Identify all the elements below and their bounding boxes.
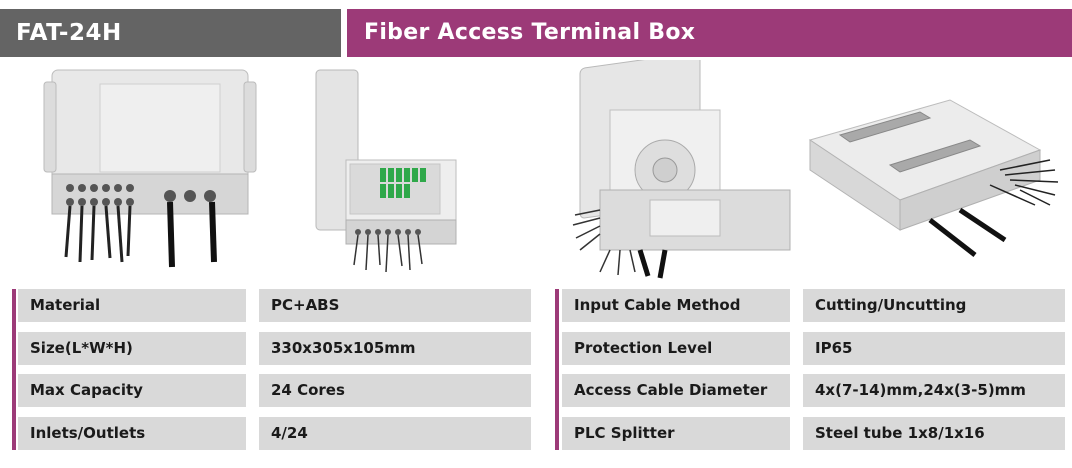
right-table-accent xyxy=(555,289,559,450)
spec-label-capacity: Max Capacity xyxy=(18,374,246,407)
product-photo-closed-top xyxy=(808,99,1059,257)
spec-value-splitter: Steel tube 1x8/1x16 xyxy=(803,417,1065,450)
spec-label-input-cable: Input Cable Method xyxy=(562,289,790,322)
spec-value-protection: IP65 xyxy=(803,332,1065,365)
spec-value-inlets: 4/24 xyxy=(259,417,531,450)
product-photo-open-adapters xyxy=(315,69,457,273)
model-banner: FAT-24H xyxy=(0,9,341,57)
spec-label-splitter: PLC Splitter xyxy=(562,417,790,450)
spec-value-capacity: 24 Cores xyxy=(259,374,531,407)
spec-label-size: Size(L*W*H) xyxy=(18,332,246,365)
spec-label-inlets: Inlets/Outlets xyxy=(18,417,246,450)
spec-value-access-cable: 4x(7-14)mm,24x(3-5)mm xyxy=(803,374,1065,407)
spec-label-material: Material xyxy=(18,289,246,322)
spec-label-protection: Protection Level xyxy=(562,332,790,365)
product-photo-open-tray xyxy=(572,60,791,279)
product-title-banner: Fiber Access Terminal Box xyxy=(347,9,1072,57)
spec-label-access-cable: Access Cable Diameter xyxy=(562,374,790,407)
left-table-accent xyxy=(12,289,16,450)
spec-value-material: PC+ABS xyxy=(259,289,531,322)
spec-value-size: 330x305x105mm xyxy=(259,332,531,365)
spec-value-input-cable: Cutting/Uncutting xyxy=(803,289,1065,322)
product-photo-closed-front xyxy=(43,69,257,268)
